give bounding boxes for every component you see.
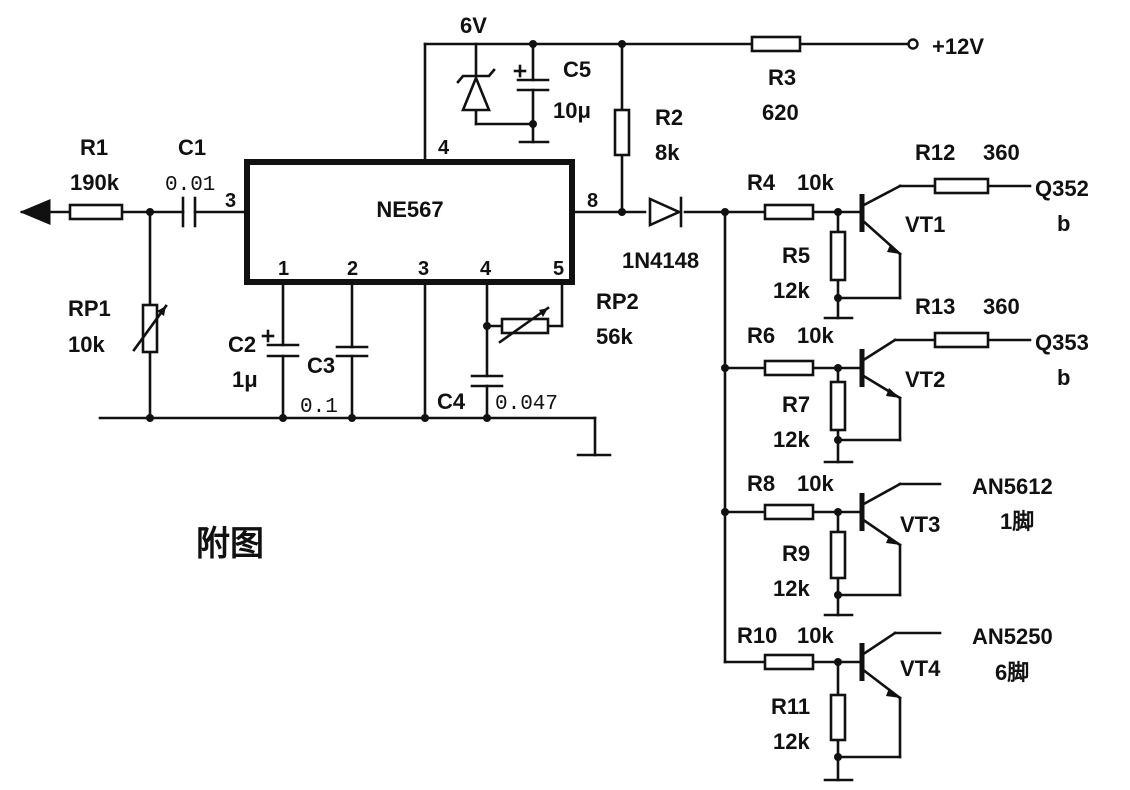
output-4-name: AN5250 [972,624,1053,649]
r5-ref: R5 [782,243,810,268]
r11-value: 12k [773,729,810,754]
c5-value: 10μ [553,98,591,123]
capacitor-c1 [181,196,197,228]
capacitor-c2 [261,329,300,358]
r7-ref: R7 [782,392,810,417]
r12-value: 360 [983,140,1020,165]
output-3-pin: 1脚 [1000,509,1034,534]
r3-ref: R3 [768,65,796,90]
r13-ref: R13 [915,294,955,319]
resistor-r11 [829,693,847,742]
output-2-pin: b [1057,365,1070,390]
potentiometer-rp1 [132,303,168,354]
resistor-r1 [68,203,124,221]
r6-ref: R6 [747,323,775,348]
r6-value: 10k [797,323,834,348]
pin-3-left-label: 3 [225,190,236,212]
vcc-terminal [907,38,919,50]
c4-ref: C4 [437,389,466,414]
r7-value: 12k [773,427,810,452]
c1-ref: C1 [178,135,206,160]
diode-label: 1N4148 [622,248,699,273]
resistor-r4 [763,203,815,221]
c3-value: 0.1 [300,396,338,419]
resistor-r12 [933,177,990,195]
r10-ref: R10 [737,623,777,648]
potentiometer-rp2 [498,306,550,344]
rp2-ref: RP2 [596,289,639,314]
resistor-r10 [763,653,815,671]
wiring [19,42,1032,782]
capacitor-c5 [513,64,550,92]
vt4-label: VT4 [900,656,941,681]
pin-4-top-label: 4 [438,137,450,159]
output-1-name: Q352 [1035,176,1089,201]
r13-value: 360 [983,294,1020,319]
output-4-pin: 6脚 [995,660,1029,685]
rp2-value: 56k [596,324,633,349]
output-2-name: Q353 [1035,330,1089,355]
resistor-r7 [829,380,847,432]
rp1-value: 10k [68,332,105,357]
c4-value: 0.047 [495,393,558,416]
r1-ref: R1 [80,135,108,160]
r1-value: 190k [70,170,120,195]
r3-value: 620 [762,100,799,125]
pin-5-label: 5 [553,258,564,280]
resistor-r2 [613,108,631,157]
c1-value: 0.01 [165,174,215,197]
output-3-name: AN5612 [972,474,1053,499]
r4-value: 10k [797,170,834,195]
r4-ref: R4 [747,170,776,195]
vt3-label: VT3 [900,512,940,537]
figure-caption: 附图 [196,524,264,564]
transistor-vt1 [859,184,902,256]
ne567-chip: NE567 3 8 4 1 2 3 4 5 [225,137,598,285]
transistor-vt2 [859,338,902,400]
pin-1-label: 1 [278,258,289,280]
diode-1n4148 [648,196,683,228]
capacitor-c4 [470,374,504,388]
r5-value: 12k [773,278,810,303]
capacitor-c3 [335,345,369,358]
resistor-r6 [763,359,815,377]
r9-value: 12k [773,576,810,601]
zener-voltage: 6V [460,13,487,38]
c2-ref: C2 [228,332,256,357]
vt2-label: VT2 [905,367,945,392]
r9-ref: R9 [782,541,810,566]
r10-value: 10k [797,623,834,648]
resistor-r8 [763,503,815,521]
r2-value: 8k [655,140,680,165]
resistor-r3 [750,35,802,53]
pin-8-label: 8 [587,190,598,212]
r8-value: 10k [797,471,834,496]
zener-diode [456,68,496,112]
chip-label: NE567 [376,197,443,222]
component-labels: R1 190k C1 0.01 RP1 10k C2 1μ C3 0.1 C4 … [68,13,1089,754]
resistors [68,35,990,742]
junction-dots [146,38,919,761]
rp1-ref: RP1 [68,296,111,321]
r8-ref: R8 [747,471,775,496]
transistor-vt4 [859,631,902,700]
resistor-r13 [933,331,990,349]
vcc-label: +12V [932,34,984,59]
r11-ref: R11 [771,694,810,719]
r2-ref: R2 [655,105,683,130]
r12-ref: R12 [915,140,955,165]
pin-4-label: 4 [480,258,492,280]
transistor-vt3 [859,482,902,547]
vt1-label: VT1 [905,212,945,237]
pin-3-label: 3 [418,258,429,280]
c3-ref: C3 [307,353,335,378]
resistor-r9 [829,530,847,580]
c2-value: 1μ [232,367,258,392]
resistor-r5 [829,230,847,282]
output-1-pin: b [1057,211,1070,236]
c5-ref: C5 [563,57,591,82]
pin-2-label: 2 [347,258,358,280]
